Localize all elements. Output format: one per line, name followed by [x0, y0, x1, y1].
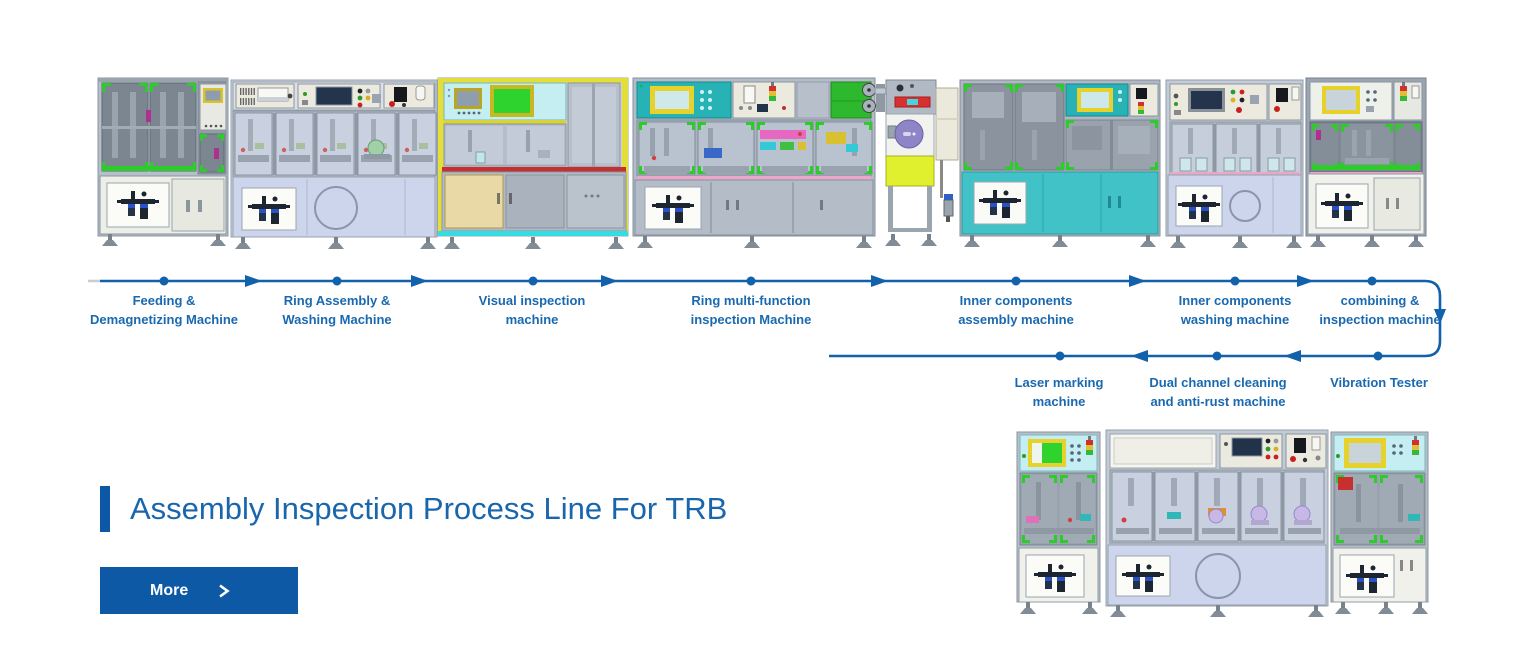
flow-step-label-laser-marking: Laser marking machine — [964, 373, 1154, 411]
flow-dot — [1212, 351, 1222, 361]
process-flow-diagram — [88, 275, 1446, 362]
flow-arrow-right — [601, 275, 618, 287]
flow-arrow-down — [1434, 309, 1446, 324]
flow-step-label-feeding: Feeding & Demagnetizing Machine — [69, 291, 259, 329]
flow-step-label-inner-washing: Inner components washing machine — [1140, 291, 1330, 329]
machine-illustration-reel-feeder-unit — [862, 79, 959, 246]
label-line: Ring multi-function — [691, 293, 811, 308]
flow-step-label-combining: combining & inspection machine — [1285, 291, 1475, 329]
more-button-label: More — [150, 581, 189, 599]
page-title: Assembly Inspection Process Line For TRB — [130, 491, 728, 526]
flow-dot — [1230, 276, 1240, 286]
flow-step-label-ring-multifunction: Ring multi-function inspection Machine — [656, 291, 846, 329]
flow-dot — [1367, 276, 1377, 286]
flow-arrow-left — [1131, 350, 1148, 362]
label-line: combining & — [1340, 293, 1420, 308]
flow-dot — [1011, 276, 1021, 286]
label-line: Inner components — [1178, 293, 1292, 308]
label-line: Feeding & — [132, 293, 196, 308]
flow-dot — [1055, 351, 1065, 361]
machine-illustration-combining-inspection — [1305, 77, 1427, 247]
machine-illustration-bottom-center — [1105, 429, 1329, 617]
chevron-right-icon — [219, 583, 230, 598]
flow-dot — [746, 276, 756, 286]
label-line: Vibration Tester — [1330, 375, 1428, 390]
flow-dot — [1373, 351, 1383, 361]
machine-illustration-inner-components-washing — [1165, 79, 1304, 248]
label-line: Inner components — [959, 293, 1073, 308]
title-accent-bar — [100, 486, 110, 532]
label-line: Ring Assembly & — [283, 293, 391, 308]
machine-illustration-feeding-demagnetizing — [97, 77, 229, 246]
flow-arrow-right — [871, 275, 888, 287]
machine-illustration-bottom-right — [1330, 431, 1429, 614]
label-line: inspection machine — [1319, 312, 1441, 327]
flow-arrow-right — [1129, 275, 1146, 287]
machine-illustration-visual-inspection — [437, 77, 629, 249]
more-button[interactable]: More — [100, 567, 298, 614]
label-line: Washing Machine — [282, 312, 392, 327]
flow-arrow-right — [245, 275, 262, 287]
flow-step-label-vibration-tester: Vibration Tester — [1284, 373, 1474, 392]
machine-illustration-bottom-left — [1016, 431, 1101, 614]
machine-illustration-ring-assembly-washing — [230, 79, 438, 249]
flow-step-label-visual-inspection: Visual inspection machine — [437, 291, 627, 329]
flow-dot — [528, 276, 538, 286]
label-line: machine — [1032, 394, 1086, 409]
label-line: machine — [505, 312, 559, 327]
label-line: washing machine — [1180, 312, 1290, 327]
flow-arrow-right — [1297, 275, 1314, 287]
flow-arrow-left — [1284, 350, 1301, 362]
section-title-block: Assembly Inspection Process Line For TRB — [100, 486, 727, 532]
label-line: Demagnetizing Machine — [89, 312, 239, 327]
machine-illustration-inner-components-assembly — [959, 79, 1161, 247]
label-line: Laser marking — [1014, 375, 1104, 390]
flow-dot — [332, 276, 342, 286]
flow-arrow-right — [411, 275, 428, 287]
machine-illustration-ring-multifunction-inspection — [632, 77, 876, 248]
label-line: inspection Machine — [690, 312, 812, 327]
label-line: assembly machine — [958, 312, 1074, 327]
label-line: and anti-rust machine — [1150, 394, 1286, 409]
label-line: Visual inspection — [478, 293, 586, 308]
label-line: Dual channel cleaning — [1149, 375, 1287, 390]
flow-step-label-inner-assembly: Inner components assembly machine — [921, 291, 1111, 329]
flow-dot — [159, 276, 169, 286]
flow-step-label-dual-channel: Dual channel cleaning and anti-rust mach… — [1123, 373, 1313, 411]
flow-step-label-ring-assembly: Ring Assembly & Washing Machine — [242, 291, 432, 329]
